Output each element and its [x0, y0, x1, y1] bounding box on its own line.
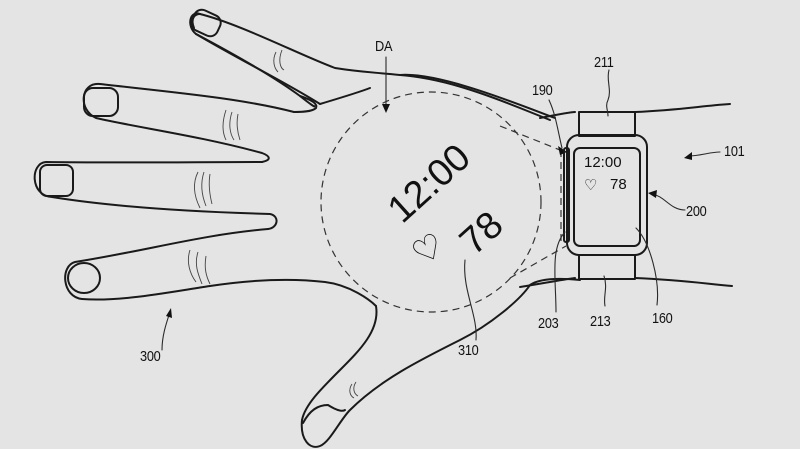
hand-arrowhead — [166, 308, 172, 318]
leader-310 — [464, 259, 477, 341]
hand-pointer — [161, 311, 171, 351]
leader-200 — [651, 193, 686, 211]
hand-outline — [33, 12, 733, 448]
label-160: 160 — [652, 310, 673, 327]
display-area-circle — [320, 91, 542, 313]
watch-display — [573, 147, 641, 247]
label-300: 300 — [140, 348, 161, 365]
band-bottom — [578, 254, 636, 280]
label-310: 310 — [458, 342, 479, 359]
watch-heart-rate: 78 — [610, 176, 627, 193]
leader-211 — [606, 69, 610, 117]
label-200: 200 — [686, 203, 707, 220]
leader-101 — [687, 151, 721, 157]
watch — [563, 111, 648, 280]
arrowhead-200 — [648, 190, 657, 198]
leader-203 — [554, 231, 566, 313]
projection-beam-top — [499, 125, 566, 153]
leader-190 — [548, 99, 563, 149]
label-211: 211 — [594, 54, 614, 71]
label-213: 213 — [590, 313, 611, 330]
leader-160 — [635, 227, 659, 306]
watch-heart-icon: ♡ — [584, 177, 598, 194]
label-203: 203 — [538, 315, 559, 332]
watch-case — [566, 134, 648, 256]
knuckle-creases — [187, 49, 359, 399]
arrowhead-101 — [684, 152, 692, 160]
label-101: 101 — [724, 143, 745, 160]
label-190: 190 — [532, 82, 553, 99]
da-arrowhead — [382, 104, 390, 113]
label-da: DA — [375, 38, 393, 55]
band-top — [578, 111, 636, 137]
watch-time: 12:00 — [584, 154, 622, 171]
fingernails — [39, 8, 346, 424]
leader-213 — [603, 275, 607, 307]
projection-beam-bottom — [509, 245, 567, 279]
side-window — [563, 147, 570, 243]
